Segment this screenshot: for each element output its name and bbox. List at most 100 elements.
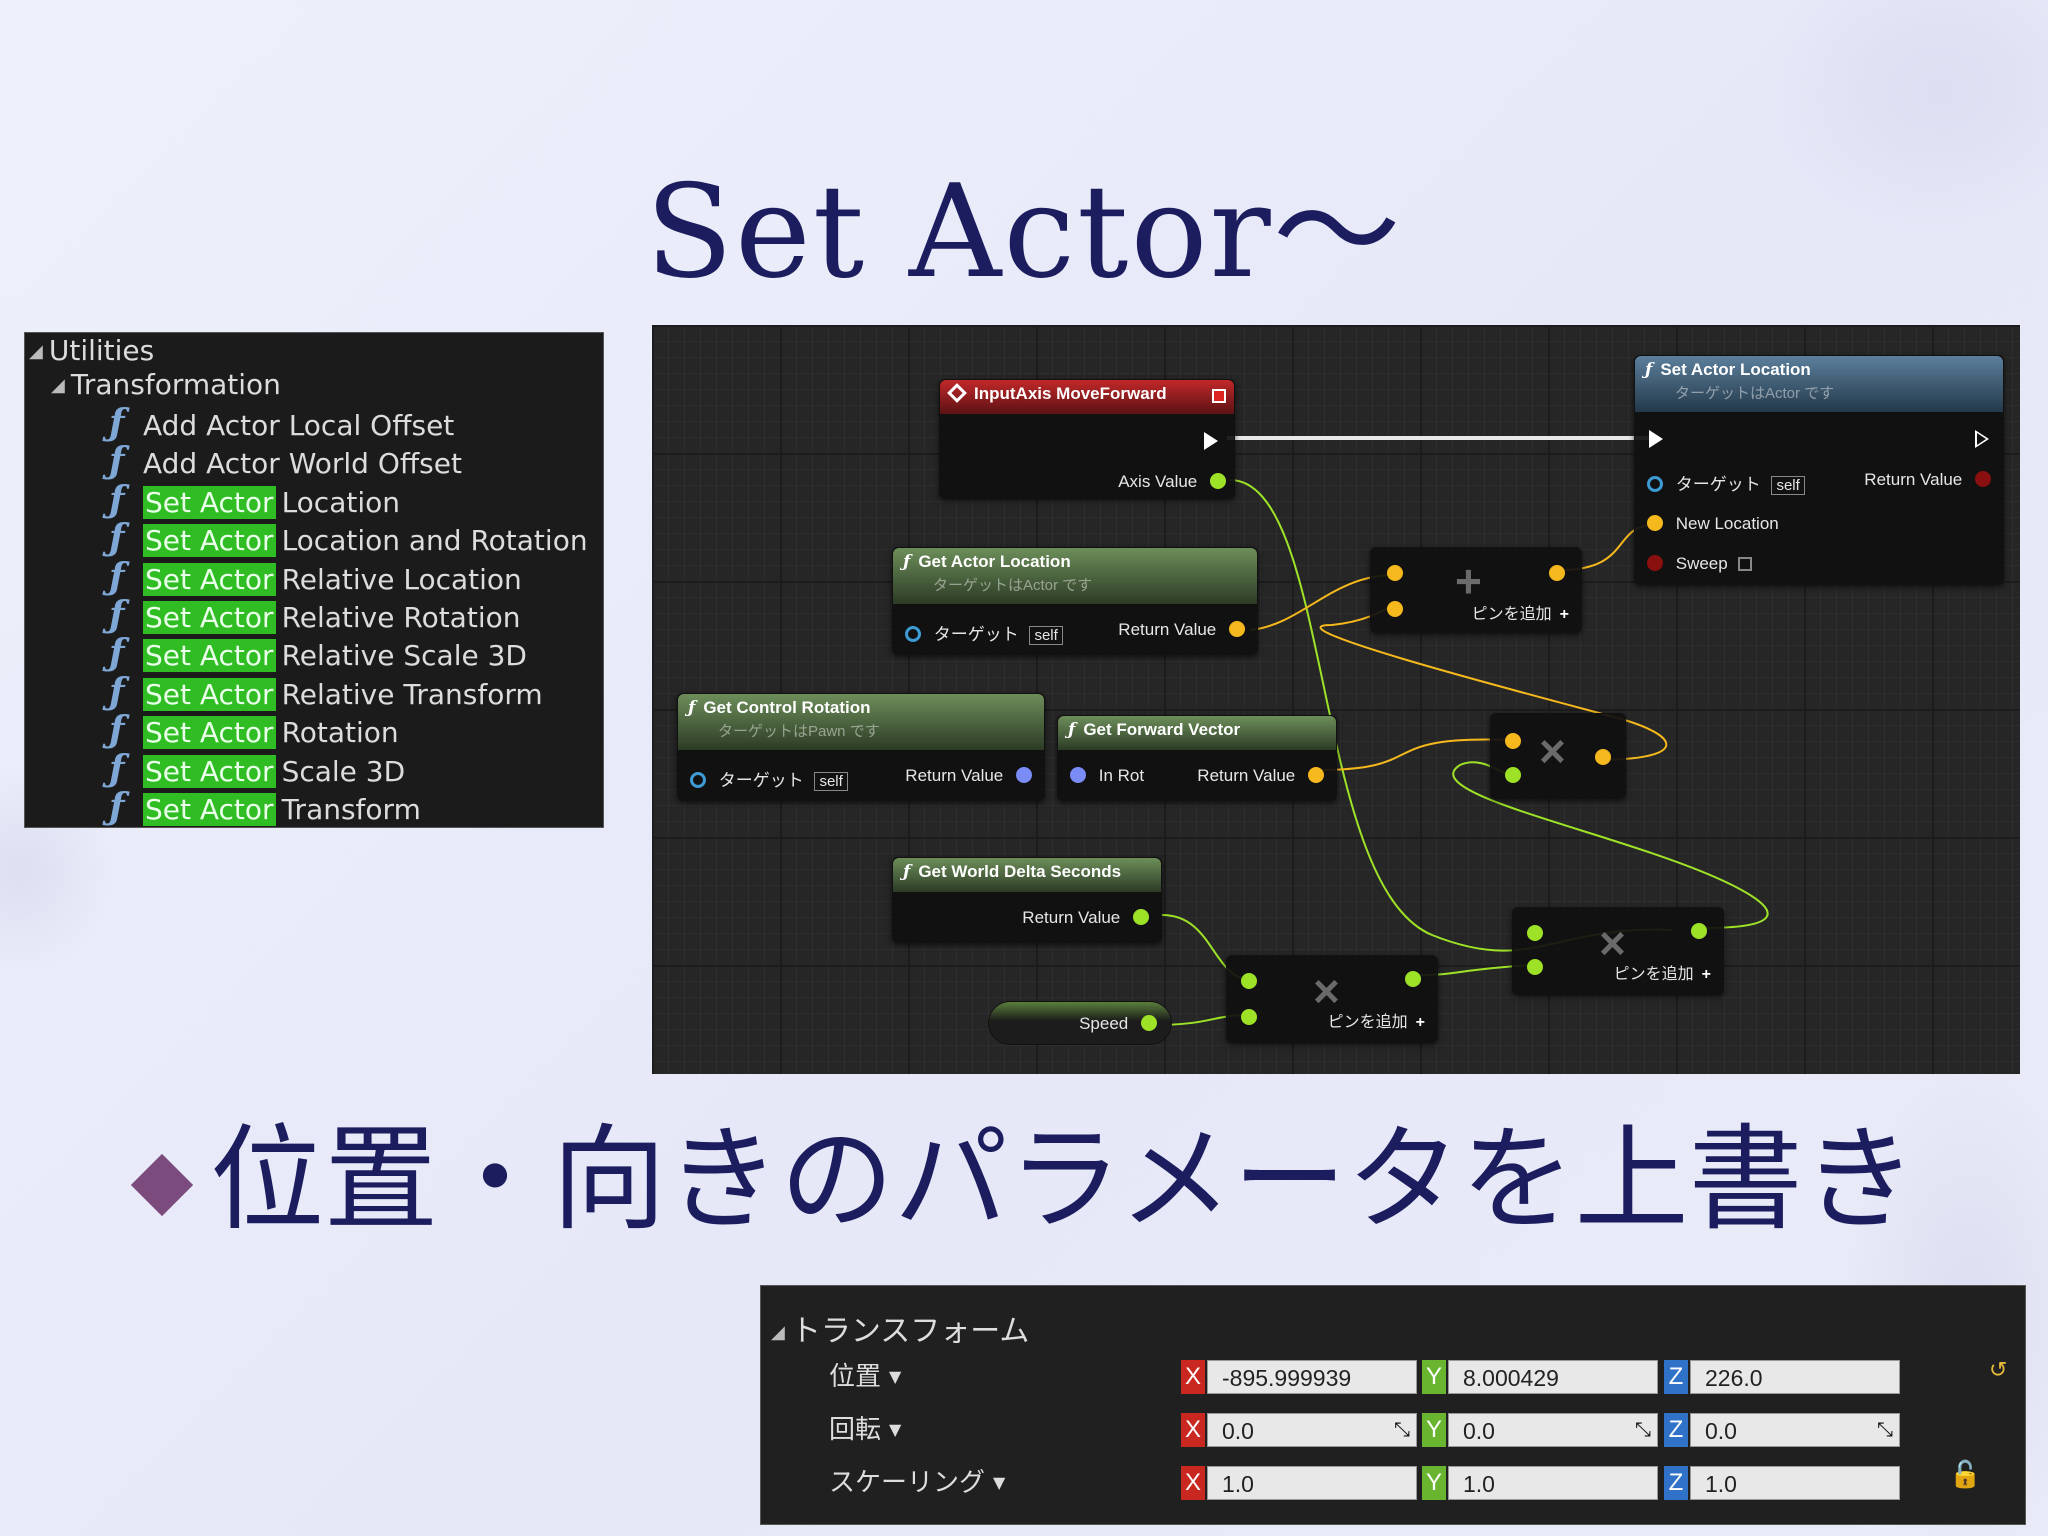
add-pin-button[interactable]: ピンを追加+ (1614, 960, 1711, 984)
variable-speed[interactable]: Speed (988, 1001, 1172, 1045)
pin-input-b[interactable] (1241, 1008, 1257, 1028)
node-vector-add[interactable]: + ピンを追加+ (1370, 547, 1582, 633)
node-input-axis-moveforward[interactable]: InputAxis MoveForward Axis Value (939, 379, 1235, 499)
collapse-triangle-icon[interactable]: ◢ (51, 375, 65, 396)
pin-axis-value[interactable]: Axis Value (1118, 472, 1226, 492)
axis-y-label: Y (1422, 1413, 1446, 1447)
transform-row-label[interactable]: 位置▼ (829, 1356, 901, 1393)
pin-label: Sweep (1675, 554, 1728, 573)
dropdown-caret-icon[interactable]: ▼ (993, 1473, 1006, 1492)
pin-return-value[interactable]: Return Value (1118, 620, 1245, 640)
add-pin-label: ピンを追加 (1327, 1014, 1408, 1031)
axis-y-label: Y (1422, 1360, 1446, 1394)
bullet-diamond-icon (130, 1153, 194, 1216)
scale-lock-icon[interactable]: 🔓 (1949, 1460, 1982, 1490)
pin-new-location[interactable]: New Location (1647, 514, 1779, 534)
transform-y-field[interactable]: 0.0⤡ (1448, 1413, 1658, 1447)
sweep-checkbox[interactable] (1738, 557, 1753, 571)
transform-x-field[interactable]: 1.0 (1207, 1466, 1417, 1500)
node-float-multiply[interactable]: × ピンを追加+ (1226, 955, 1438, 1043)
node-vector-multiply[interactable]: × (1490, 713, 1626, 799)
reset-to-default-icon[interactable]: ↺ (1989, 1358, 2008, 1383)
pin-input-a[interactable] (1505, 732, 1521, 752)
pin-output[interactable] (1405, 970, 1421, 990)
pin-input-a[interactable] (1387, 564, 1403, 584)
pin-output[interactable] (1691, 922, 1707, 942)
tree-root-utilities[interactable]: ◢Utilities (29, 333, 154, 369)
axis-x-label: X (1181, 1466, 1205, 1500)
float-pin-icon (1527, 925, 1543, 941)
pin-target[interactable]: ターゲット self (690, 766, 848, 791)
pin-exec-in[interactable] (1649, 430, 1663, 450)
dropdown-caret-icon[interactable]: ▼ (889, 1420, 902, 1439)
row-label-text: スケーリング (829, 1468, 986, 1498)
pin-speed[interactable]: Speed (1079, 1014, 1157, 1034)
plus-icon: + (1415, 1014, 1425, 1031)
pin-exec-out[interactable] (1204, 432, 1218, 452)
pin-output[interactable] (1549, 564, 1565, 584)
self-box[interactable]: self (814, 772, 848, 791)
transform-row-label[interactable]: スケーリング ▼ (829, 1462, 1005, 1499)
transform-z-field[interactable]: 226.0 (1690, 1360, 1900, 1394)
pin-input-b[interactable] (1505, 766, 1521, 786)
transform-z-field[interactable]: 1.0 (1690, 1466, 1900, 1500)
transform-row-label[interactable]: 回転▼ (829, 1409, 901, 1446)
tree-item-label: Scale 3D (281, 754, 406, 788)
pin-target[interactable]: ターゲット self (905, 620, 1063, 645)
self-box[interactable]: self (1029, 626, 1063, 645)
add-pin-label: ピンを追加 (1613, 966, 1694, 983)
pin-input-b[interactable] (1387, 600, 1403, 620)
pin-sweep[interactable]: Sweep (1647, 554, 1753, 574)
add-pin-button[interactable]: ピンを追加 + (1328, 1008, 1425, 1032)
collapse-triangle-icon[interactable]: ◢ (771, 1322, 785, 1343)
search-highlight: Set Actor (143, 524, 276, 558)
rotate-drag-icon[interactable]: ⤡ (1394, 1419, 1410, 1441)
target-pin-icon (690, 772, 706, 788)
pin-input-a[interactable] (1241, 972, 1257, 992)
add-pin-button[interactable]: ピンを追加+ (1472, 600, 1569, 624)
pin-exec-out[interactable] (1975, 430, 1989, 450)
transform-y-field[interactable]: 8.000429 (1448, 1360, 1658, 1394)
rotate-drag-icon[interactable]: ⤡ (1877, 1419, 1893, 1441)
pin-input-a[interactable] (1527, 924, 1543, 944)
pin-return-value[interactable]: Return Value (1197, 766, 1324, 786)
pin-target[interactable]: ターゲット self (1647, 470, 1805, 495)
dropdown-caret-icon[interactable]: ▼ (889, 1367, 902, 1386)
transform-z-field[interactable]: 0.0⤡ (1690, 1413, 1900, 1447)
multiply-operator-icon: × (1539, 725, 1566, 777)
transform-y-field[interactable]: 1.0 (1448, 1466, 1658, 1500)
transform-x-field[interactable]: 0.0⤡ (1207, 1413, 1417, 1447)
rotate-drag-icon[interactable]: ⤡ (1635, 1419, 1651, 1441)
pin-in-rot[interactable]: In Rot (1070, 766, 1144, 786)
transform-x-field[interactable]: -895.999939 (1207, 1360, 1417, 1394)
collapse-triangle-icon[interactable]: ◢ (29, 341, 43, 362)
pin-label: ターゲット (718, 771, 804, 790)
pin-output[interactable] (1595, 748, 1611, 768)
self-box[interactable]: self (1771, 476, 1805, 495)
transform-header[interactable]: ◢トランスフォーム (771, 1306, 1029, 1350)
pin-input-b[interactable] (1527, 958, 1543, 978)
node-float-multiply-2[interactable]: × ピンを追加+ (1512, 907, 1724, 995)
pin-return-value[interactable]: Return Value (1864, 470, 1991, 490)
pin-return-value[interactable]: Return Value (905, 766, 1032, 786)
pin-return-value[interactable]: Return Value (1022, 908, 1149, 928)
tree-group-transformation[interactable]: ◢Transformation (51, 367, 281, 403)
vector-pin-icon (1549, 565, 1565, 581)
